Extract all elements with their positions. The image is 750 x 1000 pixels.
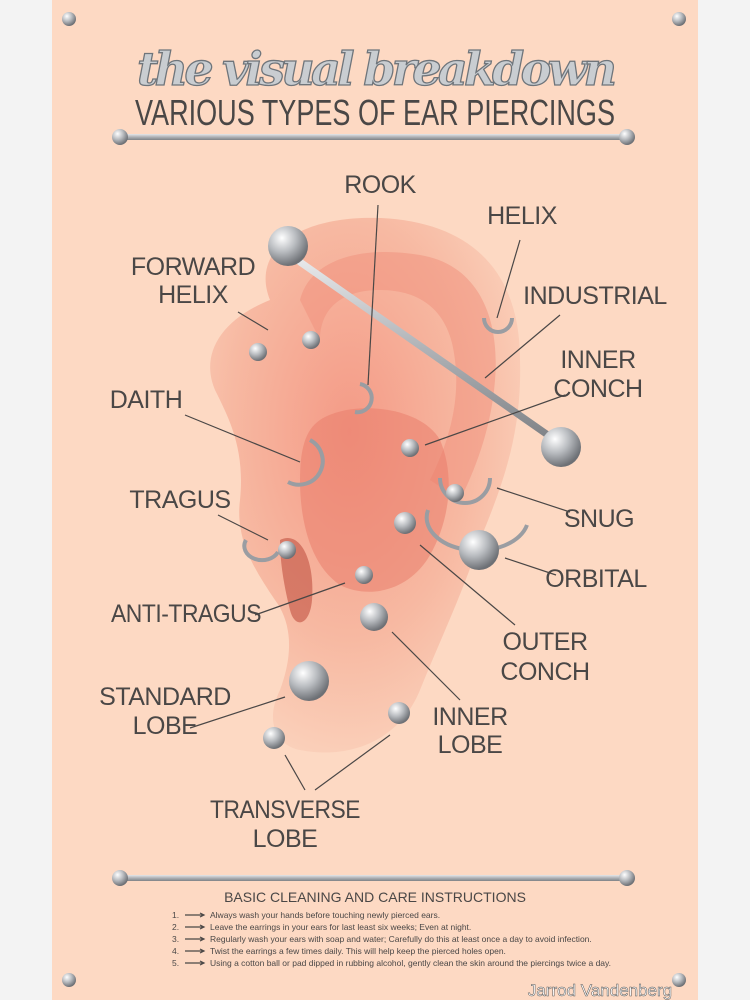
- label-orbital: ORBITAL: [545, 565, 647, 593]
- standard-lobe-stud-icon: [289, 661, 329, 701]
- label-inner-lobe: INNER: [432, 703, 507, 731]
- label-forward-helix: FORWARD: [131, 253, 255, 281]
- care-item-number: 2.: [172, 922, 179, 932]
- arrow-right-icon: [185, 924, 206, 930]
- transverse-lobe-ball-icon: [388, 702, 410, 724]
- jewelry: [242, 226, 581, 749]
- corner-screw-icon: [672, 12, 686, 26]
- care-item-number: 5.: [172, 958, 179, 968]
- arrow-right-icon: [185, 912, 206, 918]
- forward-helix-stud-icon: [249, 343, 267, 361]
- care-item-number: 3.: [172, 934, 179, 944]
- rook-ring-icon: [354, 382, 374, 415]
- label-tragus: TRAGUS: [129, 486, 230, 514]
- label-helix: HELIX: [487, 202, 558, 230]
- corner-screw-icon: [62, 973, 76, 987]
- title-script: the visual breakdown: [137, 42, 617, 96]
- care-item-text: Using a cotton ball or pad dipped in rub…: [210, 958, 611, 968]
- label-standard-lobe: STANDARD: [99, 683, 231, 711]
- care-item-number: 4.: [172, 946, 179, 956]
- tragus-ring-icon: [242, 538, 280, 563]
- label-daith: DAITH: [110, 386, 183, 414]
- care-item-text: Leave the earrings in your ears for last…: [210, 922, 471, 932]
- inner-conch-stud-icon: [401, 439, 419, 457]
- label-snug: SNUG: [564, 505, 634, 533]
- inner-lobe-stud-icon: [360, 603, 388, 631]
- care-item-text: Regularly wash your ears with soap and w…: [210, 934, 592, 944]
- corner-screw-icon: [62, 12, 76, 26]
- watermark: Jarrod Vandenberg: [528, 981, 672, 1000]
- label-outer-conch: OUTER: [503, 628, 588, 656]
- transverse-lobe-ball-icon: [263, 727, 285, 749]
- care-heading: BASIC CLEANING AND CARE INSTRUCTIONS: [224, 889, 526, 905]
- label-outer-conch: CONCH: [500, 658, 589, 686]
- bar-end-icon: [112, 129, 128, 145]
- anti-tragus-stud-icon: [355, 566, 373, 584]
- ear-illustration: [210, 217, 521, 753]
- care-instructions: BASIC CLEANING AND CARE INSTRUCTIONS 1. A…: [172, 889, 611, 968]
- industrial-barbell: [296, 258, 559, 444]
- corner-screw-icon: [672, 973, 686, 987]
- label-rook: ROOK: [344, 171, 416, 199]
- orbital-ball-icon: [459, 530, 499, 570]
- tragus-ball-icon: [278, 541, 296, 559]
- care-item-text: Always wash your hands before touching n…: [210, 910, 440, 920]
- leader-lines: [184, 204, 571, 791]
- bar-end-icon: [619, 129, 635, 145]
- divider-bar: [125, 875, 625, 881]
- care-item-number: 1.: [172, 910, 179, 920]
- snug-ball-icon: [446, 484, 464, 502]
- outer-conch-stud-icon: [394, 512, 416, 534]
- forward-helix-stud-icon: [302, 331, 320, 349]
- label-anti-tragus: ANTI-TRAGUS: [111, 600, 261, 628]
- daith-ring-icon: [287, 438, 325, 487]
- snug-ring-icon: [438, 477, 492, 505]
- label-forward-helix: HELIX: [158, 281, 229, 309]
- label-industrial: INDUSTRIAL: [523, 282, 667, 310]
- industrial-ball-icon: [268, 226, 308, 266]
- divider-bar: [125, 134, 625, 140]
- label-standard-lobe: LOBE: [133, 712, 198, 740]
- label-transverse-lobe: TRANSVERSE: [210, 796, 360, 824]
- arrow-right-icon: [185, 936, 206, 942]
- title-subtitle: VARIOUS TYPES OF EAR PIERCINGS: [135, 92, 615, 133]
- label-inner-conch: CONCH: [553, 375, 642, 403]
- bar-end-icon: [619, 870, 635, 886]
- label-transverse-lobe: LOBE: [253, 825, 318, 853]
- care-item-text: Twist the earrings a few times daily. Th…: [210, 946, 506, 956]
- label-inner-conch: INNER: [560, 346, 635, 374]
- helix-ring-icon: [482, 317, 514, 334]
- label-inner-lobe: LOBE: [438, 731, 503, 759]
- arrow-right-icon: [185, 948, 206, 954]
- arrow-right-icon: [185, 960, 206, 966]
- bar-end-icon: [112, 870, 128, 886]
- industrial-ball-icon: [541, 427, 581, 467]
